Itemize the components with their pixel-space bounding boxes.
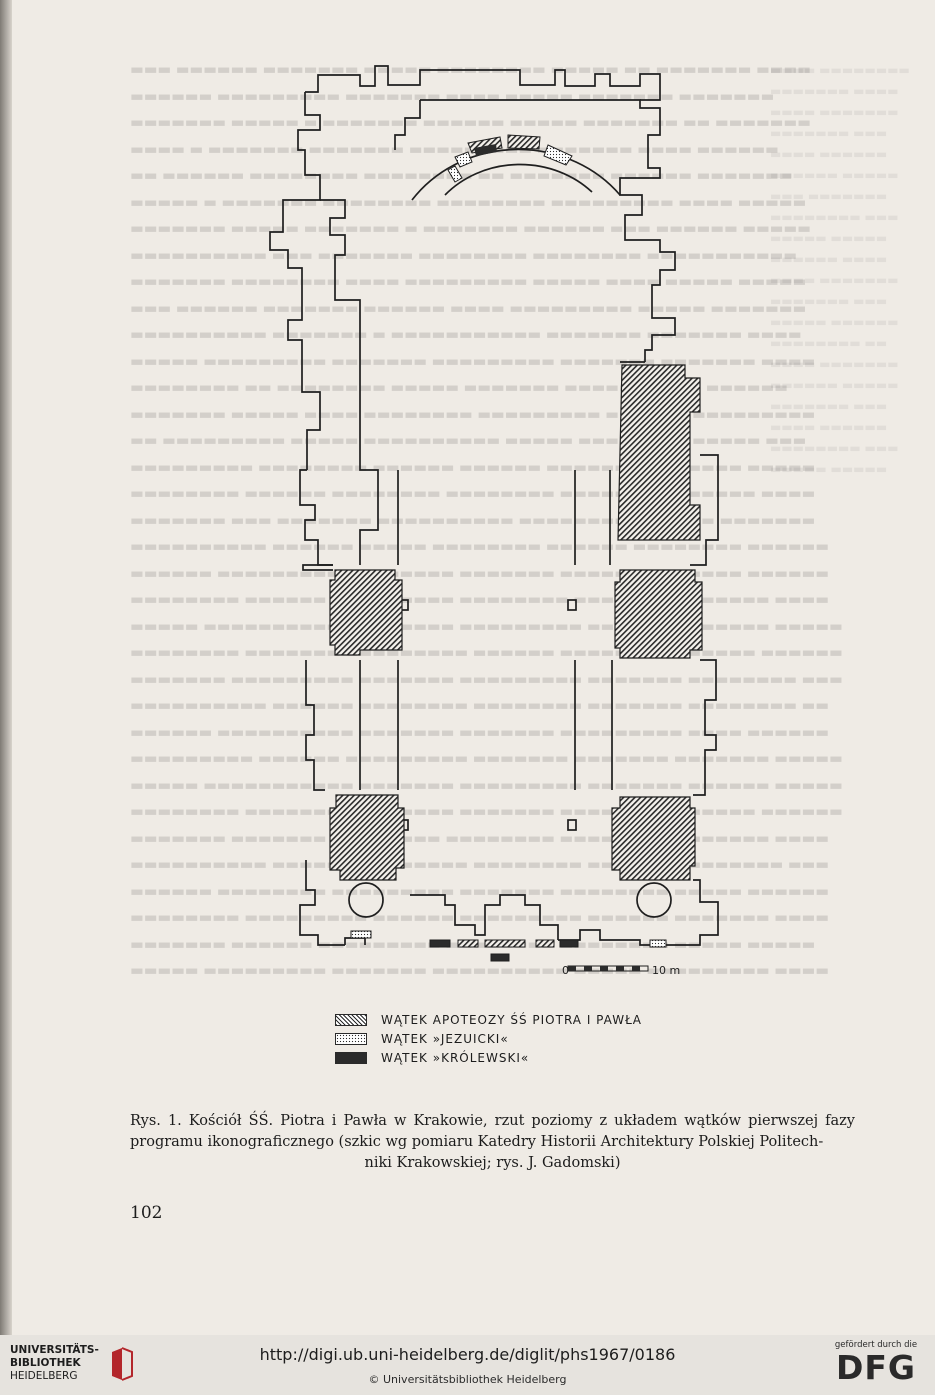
legend-swatch-hatch (335, 1014, 367, 1026)
legend-label: WĄTEK »JEZUICKI« (381, 1032, 509, 1046)
permalink-url[interactable]: http://digi.ub.uni-heidelberg.de/diglit/… (259, 1345, 676, 1364)
scale-bar: 0 10 m (562, 964, 680, 977)
library-name-line1: UNIVERSITÄTS- (10, 1344, 99, 1356)
dfg-logo[interactable]: gefördert durch die DFG (826, 1340, 926, 1386)
tower-outlines (348, 882, 672, 918)
plan-outline (269, 65, 719, 946)
legend-label: WĄTEK APOTEOZY ŚŚ PIOTRA I PAWŁA (381, 1013, 643, 1027)
scale-start-label: 0 (562, 964, 569, 977)
legend-row-krolewski: WĄTEK »KRÓLEWSKI« (335, 1051, 529, 1065)
figure-caption: Rys. 1. Kościół ŚŚ. Piotra i Pawła w Kra… (130, 1111, 855, 1174)
scanned-page: ▬▬▬ ▬▬▬▬▬▬ ▬▬▬▬▬▬▬ ▬▬▬▬▬ ▬▬▬▬▬▬▬▬ ▬▬▬▬▬ … (0, 0, 910, 1335)
legend-swatch-dots (335, 1033, 367, 1045)
funder-name: DFG (835, 1348, 917, 1387)
legend-label: WĄTEK »KRÓLEWSKI« (381, 1051, 530, 1065)
caption-line: niki Krakowskiej; rys. J. Gadomski) (364, 1155, 621, 1171)
chapel-hatch-areas (329, 364, 703, 881)
funder-note: gefördert durch die (834, 1340, 918, 1350)
page-binding-shadow (0, 0, 12, 1335)
caption-line: Rys. 1. Kościół ŚŚ. Piotra i Pawła w Kra… (130, 1113, 855, 1129)
library-footer: UNIVERSITÄTS- BIBLIOTHEK HEIDELBERG http… (0, 1335, 935, 1395)
show-through-text-right: ▬▬▬▬ ▬▬▬▬▬▬▬▬▬▬▬▬▬▬▬ ▬▬▬▬▬▬▬▬ ▬▬▬▬▬▬▬▬▬▬… (770, 63, 910, 476)
apse-program-elements (447, 134, 573, 183)
copyright-notice: © Universitätsbibliothek Heidelberg (368, 1373, 567, 1386)
legend-row-jezuicki: WĄTEK »JEZUICKI« (335, 1032, 509, 1046)
caption-line: programu ikonograficznego (szkic wg pomi… (130, 1134, 824, 1150)
university-library-logo[interactable]: UNIVERSITÄTS- BIBLIOTHEK HEIDELBERG (10, 1344, 133, 1383)
legend-swatch-solid (335, 1052, 367, 1064)
page-number: 102 (130, 1203, 163, 1223)
show-through-text: ▬▬▬ ▬▬▬▬▬▬ ▬▬▬▬▬▬▬ ▬▬▬▬▬ ▬▬▬▬▬▬▬▬ ▬▬▬▬▬ … (130, 62, 843, 979)
legend-row-apoteozy: WĄTEK APOTEOZY ŚŚ PIOTRA I PAWŁA (335, 1013, 642, 1027)
library-name-line2: BIBLIOTHEK (10, 1357, 81, 1369)
library-name-line3: HEIDELBERG (10, 1370, 78, 1382)
church-floor-plan: 0 10 m (269, 65, 719, 977)
scale-end-label: 10 m (652, 964, 680, 977)
library-mark-icon (112, 1347, 133, 1381)
entrance-program-elements (350, 930, 667, 962)
